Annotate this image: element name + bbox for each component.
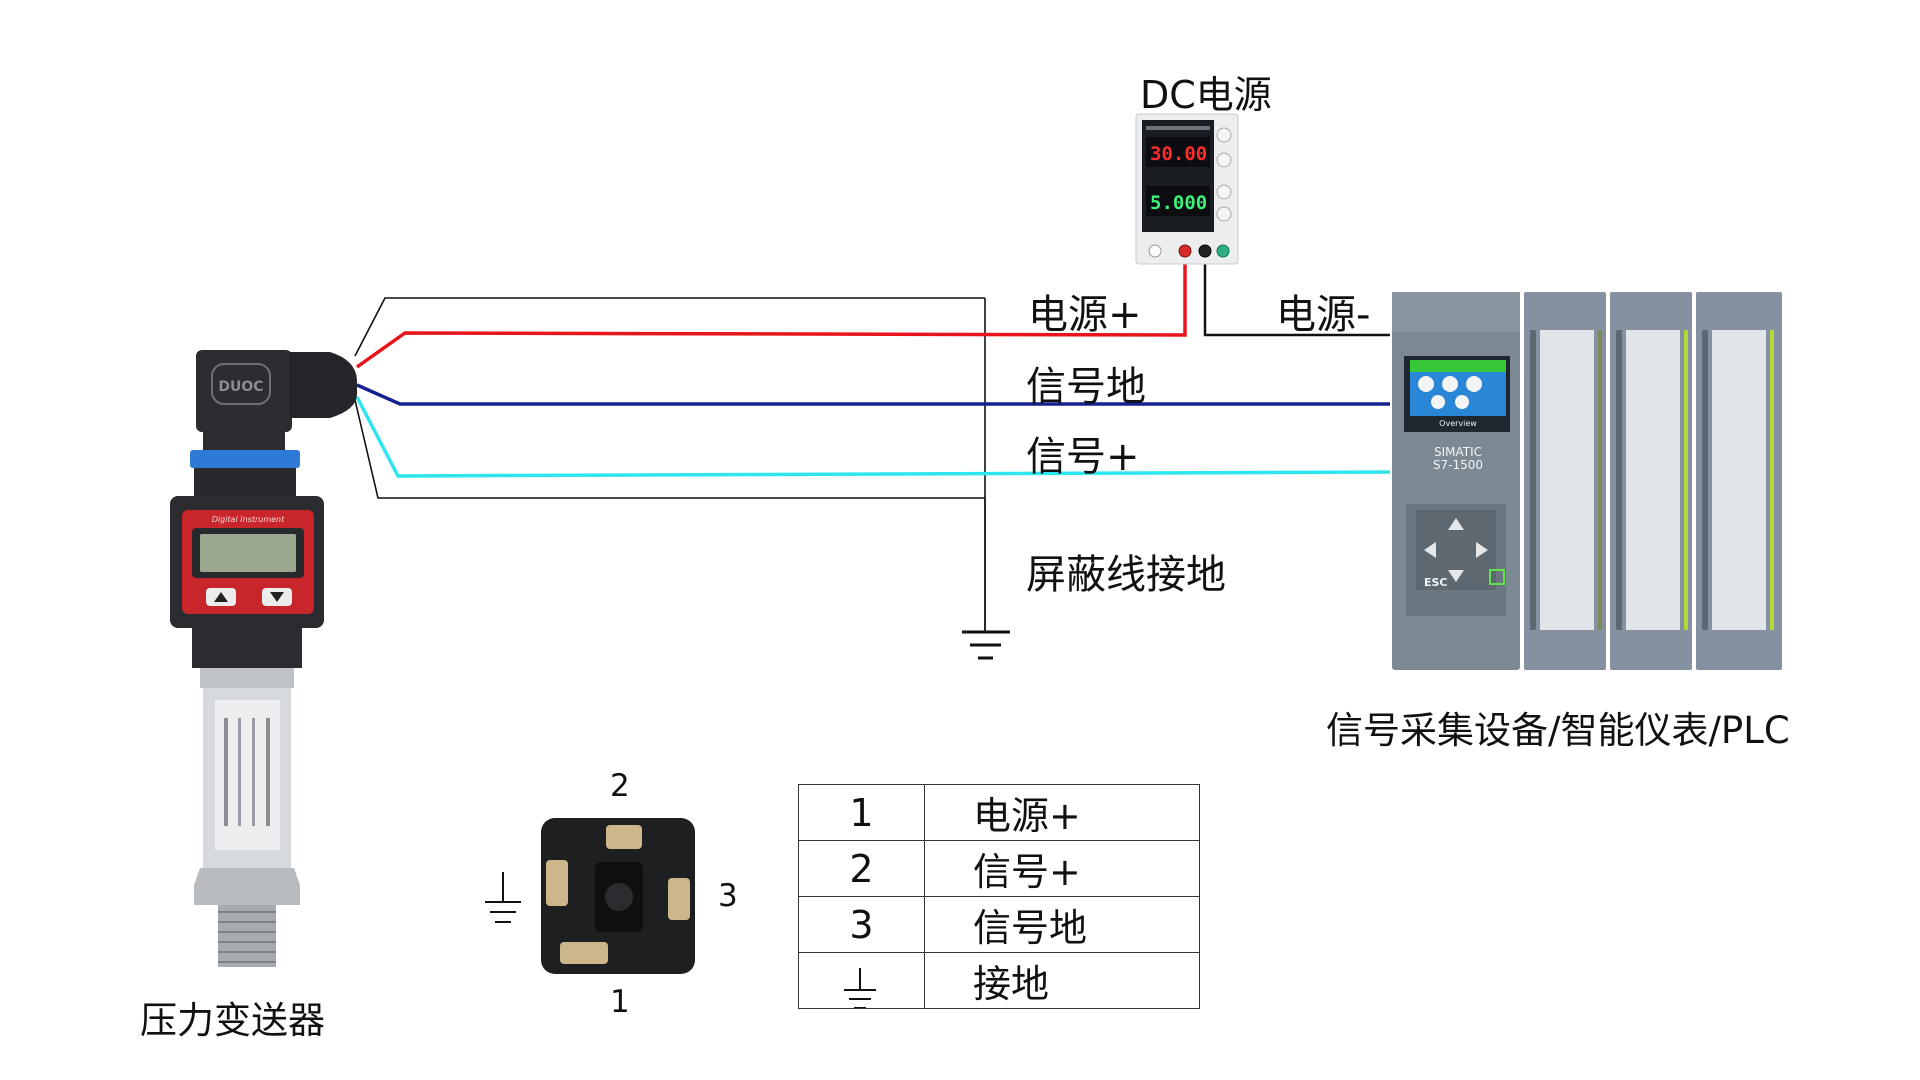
- plc-io-module-3: [1696, 292, 1782, 670]
- current-readout: 5.000: [1150, 192, 1207, 214]
- plc-esc-key: ESC: [1424, 576, 1448, 589]
- connector-pinout: [541, 818, 695, 974]
- table-row: 2 信号+: [798, 840, 1200, 897]
- label-power-minus: 电源-: [1276, 292, 1371, 338]
- plc-cpu: [1392, 292, 1520, 670]
- plc-label: 信号采集设备/智能仪表/PLC: [1326, 709, 1790, 752]
- pin-function: 信号地: [924, 896, 1200, 953]
- connector-pin-1: 1: [610, 984, 630, 1020]
- pin-ground-cell: [798, 952, 925, 1009]
- label-signal-plus: 信号+: [1026, 434, 1140, 480]
- shield-cable: [354, 297, 986, 499]
- pin-number: 3: [798, 896, 925, 953]
- transmitter-brand: DUOC: [218, 379, 263, 395]
- power-supply-title: DC电源: [1140, 73, 1272, 117]
- pin-assignment-table: 1 电源+ 2 信号+ 3 信号地 接地: [798, 784, 1200, 1009]
- wire-power-plus: [355, 260, 1187, 369]
- connector-pin-2: 2: [610, 768, 630, 804]
- pin-function: 接地: [924, 952, 1200, 1009]
- wire-power-minus: [1203, 260, 1390, 337]
- connector-pin-3: 3: [718, 878, 738, 914]
- voltage-readout: 30.00: [1150, 143, 1207, 165]
- pin-function: 电源+: [924, 784, 1200, 841]
- label-power-plus: 电源+: [1028, 292, 1142, 338]
- table-row: 接地: [798, 952, 1200, 1009]
- ground-icon: [962, 630, 1010, 660]
- dc-power-supply: [1135, 113, 1239, 265]
- plc-io-module-2: [1610, 292, 1692, 670]
- wire-signal-plus: [355, 396, 1391, 478]
- connector-ground-icon: [485, 872, 521, 923]
- pressure-transmitter: DUOC Digital Instrument: [170, 350, 357, 967]
- wire-signal-ground: [356, 383, 1390, 406]
- plc-screen-caption: Overview: [1439, 419, 1477, 428]
- plc-brand: SIMATIC: [1434, 445, 1482, 459]
- table-row: 3 信号地: [798, 896, 1200, 953]
- table-row: 1 电源+: [798, 784, 1200, 841]
- label-shield-ground: 屏蔽线接地: [1026, 552, 1226, 598]
- pin-number: 1: [798, 784, 925, 841]
- label-signal-ground: 信号地: [1026, 364, 1146, 410]
- pin-function: 信号+: [924, 840, 1200, 897]
- plc-model: S7-1500: [1433, 458, 1483, 472]
- pin-number: 2: [798, 840, 925, 897]
- transmitter-label: 压力变送器: [140, 999, 325, 1042]
- plc-io-module-1: [1524, 292, 1606, 670]
- display-caption: Digital Instrument: [212, 515, 285, 524]
